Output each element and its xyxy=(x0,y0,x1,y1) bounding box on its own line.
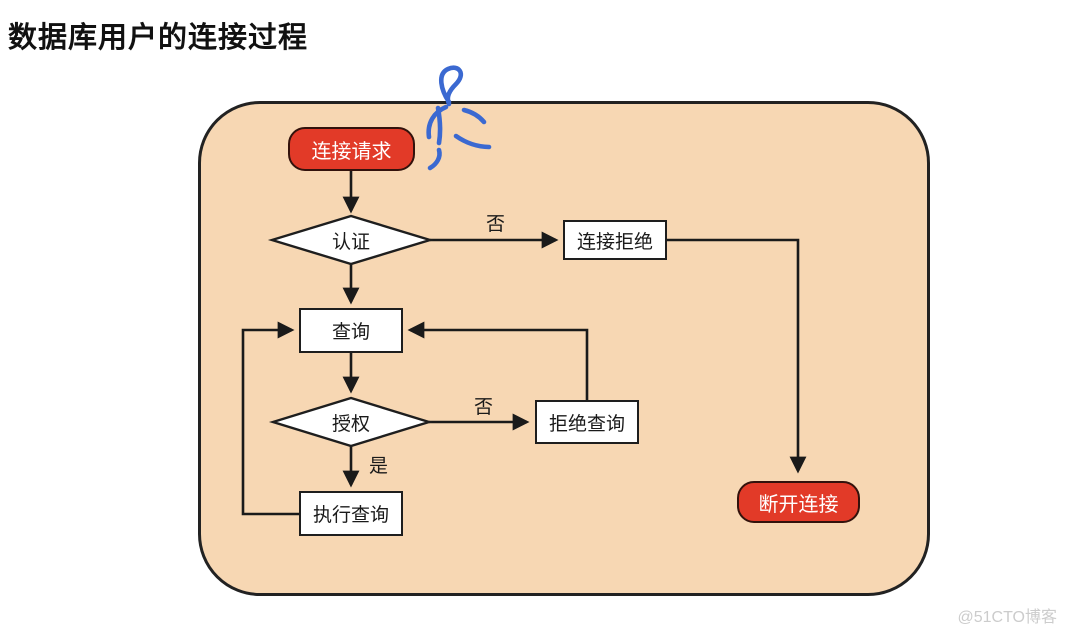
node-execute-query: 执行查询 xyxy=(299,491,403,536)
node-query: 查询 xyxy=(299,308,403,353)
label-authorize-yes: 是 xyxy=(369,456,389,477)
page-title: 数据库用户的连接过程 xyxy=(8,22,309,54)
authorize-decision-shape xyxy=(268,396,434,448)
edge-reject-connection-to-disconnect xyxy=(667,238,807,474)
handwriting-scribble xyxy=(426,65,492,171)
node-start: 连接请求 xyxy=(288,127,415,171)
node-disconnect: 断开连接 xyxy=(737,481,860,523)
edge-execute-query-to-query xyxy=(241,321,299,516)
label-authorize-no: 否 xyxy=(474,397,494,418)
node-auth: 认证 xyxy=(331,231,370,253)
watermark: @51CTO博客 xyxy=(957,609,1057,626)
node-authorize: 授权 xyxy=(331,413,370,435)
auth-decision-shape xyxy=(267,214,435,266)
edge-reject-query-to-query xyxy=(407,321,589,400)
node-reject-query: 拒绝查询 xyxy=(535,400,639,444)
label-auth-no: 否 xyxy=(486,214,506,235)
node-reject-connection: 连接拒绝 xyxy=(563,220,667,260)
